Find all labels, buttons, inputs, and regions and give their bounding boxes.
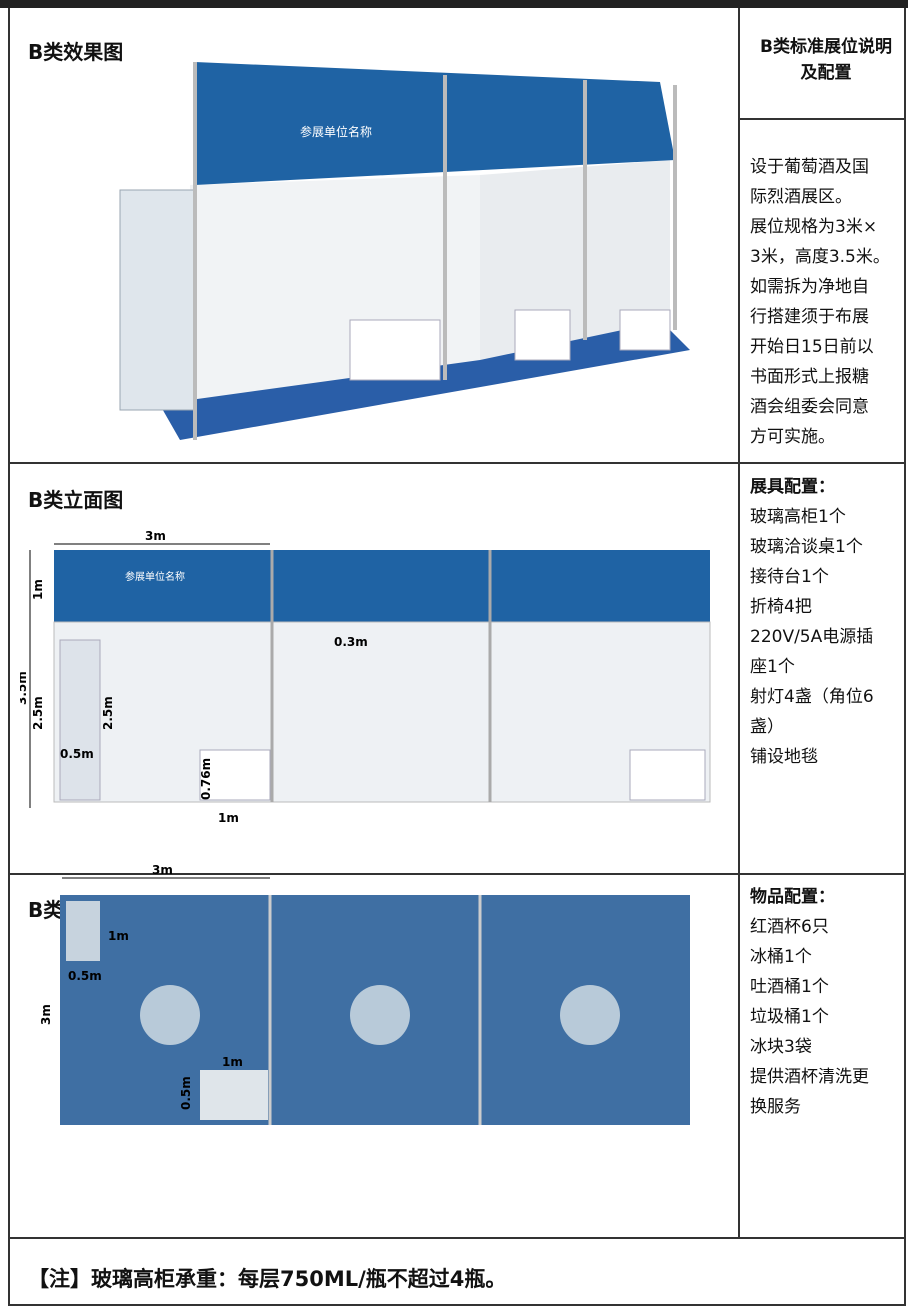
top-view-drawing: 3m 3m 1m 0.5m 1m 0.5m xyxy=(39,863,690,1125)
booth-render-image: 参展单位名称 xyxy=(119,62,690,440)
render-title: B类效果图 xyxy=(28,40,124,64)
dim-top-3m-vertical: 3m xyxy=(39,1004,53,1025)
dim-1m-table: 1m xyxy=(218,811,239,825)
dim-top-0-5m-counter: 0.5m xyxy=(179,1076,193,1110)
top-cabinet xyxy=(66,901,100,961)
render-counter-2 xyxy=(514,309,571,361)
dim-top-1m: 1m xyxy=(108,929,129,943)
dim-top-1m-counter: 1m xyxy=(222,1055,243,1069)
dim-0-5m: 0.5m xyxy=(60,747,94,761)
elevation-cabinet xyxy=(59,639,101,801)
dim-3m: 3m xyxy=(145,530,166,543)
dim-0-76m: 0.76m xyxy=(199,758,213,800)
booth-description: 设于葡萄酒及国 际烈酒展区。 展位规格为3米× 3米，高度3.5米。 如需拆为净… xyxy=(750,157,890,447)
elevation-walls xyxy=(53,621,711,803)
side-header: B类标准展位说明 及配置 xyxy=(760,37,892,83)
render-fascia xyxy=(195,62,675,185)
section-rule-3 xyxy=(8,1237,906,1239)
elevation-counter xyxy=(199,749,271,801)
render-counter xyxy=(349,319,441,381)
render-counter-3 xyxy=(619,309,671,351)
dim-top-0-5m: 0.5m xyxy=(68,969,102,983)
dim-3-5m: 3.5m xyxy=(20,671,29,705)
dim-1m: 1m xyxy=(31,579,45,600)
render-fascia-label: 参展单位名称 xyxy=(300,124,372,139)
goods-config-heading: 物品配置： xyxy=(750,887,835,907)
elevation-counter-2 xyxy=(629,749,706,801)
top-table xyxy=(350,985,410,1045)
goods-config-list: 红酒杯6只 冰桶1个 吐酒桶1个 垃圾桶1个 冰块3袋 提供酒杯清洗更 换服务 xyxy=(750,917,869,1117)
top-rule xyxy=(0,0,908,8)
render-glass-cabinet xyxy=(119,189,196,411)
elevation-drawing: 参展单位名称 3m 3.5m 1m 2.5m 2.5m 0.3m 0.5m 0.… xyxy=(20,530,711,825)
section-rule-1 xyxy=(8,462,906,464)
exhibit-config: 展具配置： 玻璃高柜1个 玻璃洽谈桌1个 接待台1个 折椅4把 220V/5A电… xyxy=(750,472,906,772)
dim-2-5m: 2.5m xyxy=(31,696,45,730)
elevation-title: B类立面图 xyxy=(28,488,124,512)
top-table xyxy=(140,985,200,1045)
dim-top-3m: 3m xyxy=(152,863,173,877)
goods-config: 物品配置： 红酒杯6只 冰桶1个 吐酒桶1个 垃圾桶1个 冰块3袋 提供酒杯清洗… xyxy=(750,882,906,1122)
elevation-fascia xyxy=(54,550,710,622)
dim-0-3m: 0.3m xyxy=(334,635,368,649)
top-counter xyxy=(200,1070,268,1120)
elevation-fascia-label: 参展单位名称 xyxy=(125,570,185,583)
column-divider xyxy=(738,8,740,1238)
side-header-rule xyxy=(738,118,906,120)
exhibit-config-heading: 展具配置： xyxy=(750,477,835,497)
section-rule-2 xyxy=(8,873,906,875)
footnote: 【注】玻璃高柜承重：每层750ML/瓶不超过4瓶。 xyxy=(28,1267,507,1291)
page-frame xyxy=(8,8,906,1306)
dim-2-5m-inner: 2.5m xyxy=(101,696,115,730)
exhibit-config-list: 玻璃高柜1个 玻璃洽谈桌1个 接待台1个 折椅4把 220V/5A电源插 座1个… xyxy=(750,507,874,767)
top-table xyxy=(560,985,620,1045)
